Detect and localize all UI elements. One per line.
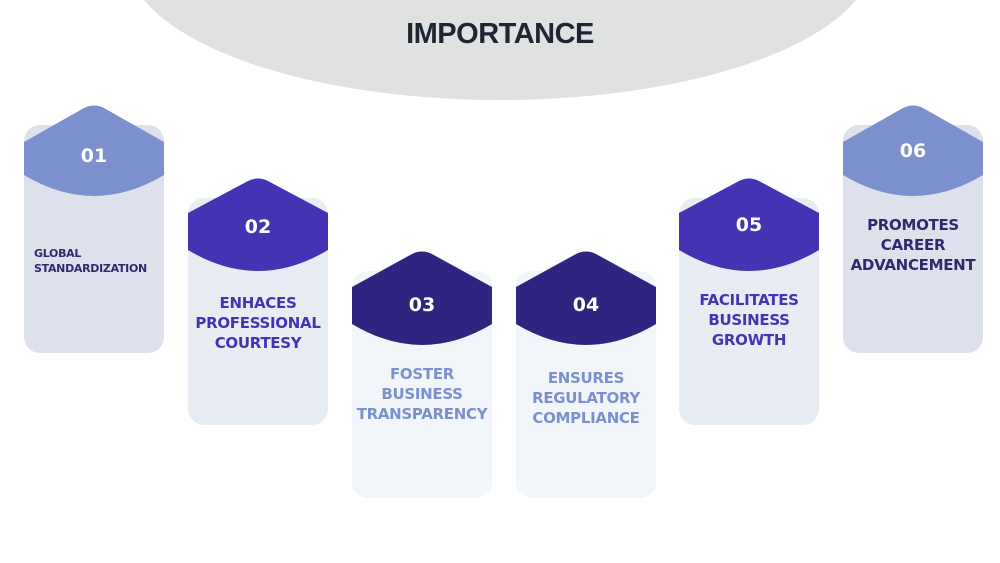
card-shape — [24, 105, 164, 353]
card-01: 01 GLOBAL STANDARDIZATION — [24, 105, 164, 353]
card-number: 03 — [408, 294, 436, 316]
page-title: IMPORTANCE — [406, 18, 594, 50]
card-shape — [188, 178, 328, 425]
card-05: 05 FACILITATES BUSINESS GROWTH — [679, 178, 819, 425]
card-number: 02 — [244, 216, 272, 238]
card-label: FOSTER BUSINESS TRANSPARENCY — [356, 365, 488, 423]
card-label: GLOBAL STANDARDIZATION — [34, 247, 147, 275]
card-label: FACILITATES BUSINESS GROWTH — [699, 291, 799, 349]
card-02: 02 ENHACES PROFESSIONAL COURTESY — [188, 178, 328, 425]
card-number: 05 — [735, 214, 763, 236]
card-label: ENHACES PROFESSIONAL COURTESY — [195, 294, 321, 352]
card-label: PROMOTES CAREER ADVANCEMENT — [850, 216, 976, 274]
card-03: 03 FOSTER BUSINESS TRANSPARENCY — [352, 251, 492, 498]
card-number: 06 — [899, 140, 927, 162]
card-shape — [679, 178, 819, 425]
card-label: ENSURES REGULATORY COMPLIANCE — [532, 369, 640, 427]
card-number: 04 — [572, 294, 600, 316]
card-06: 06 PROMOTES CAREER ADVANCEMENT — [843, 105, 983, 353]
card-shape — [516, 251, 656, 498]
card-shape — [843, 105, 983, 353]
card-shape — [352, 251, 492, 498]
card-04: 04 ENSURES REGULATORY COMPLIANCE — [516, 251, 656, 498]
card-number: 01 — [80, 145, 108, 167]
